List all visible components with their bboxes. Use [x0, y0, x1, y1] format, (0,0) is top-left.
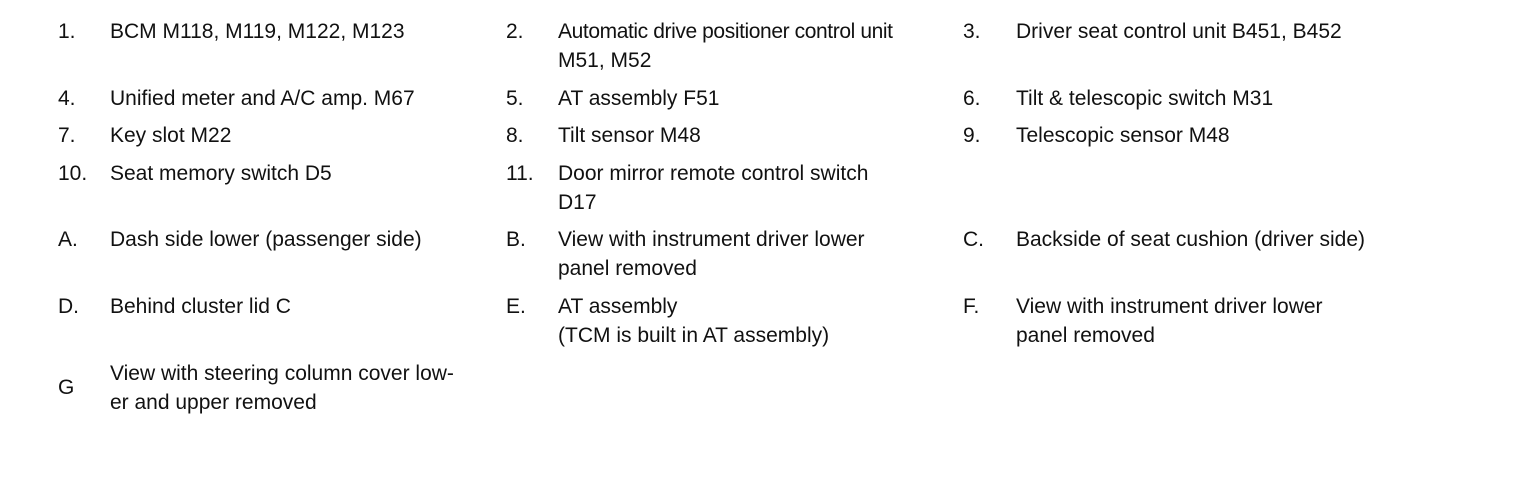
legend-text: Automatic drive positioner control unit — [558, 20, 893, 43]
legend-number: 2. — [506, 20, 524, 43]
legend-number: 8. — [506, 124, 524, 147]
legend-text-line2: panel removed — [1016, 324, 1155, 347]
legend-text-line2: panel removed — [558, 257, 697, 280]
legend-number: 3. — [963, 20, 981, 43]
legend-text: Dash side lower (passenger side) — [110, 228, 422, 251]
legend-text: Behind cluster lid C — [110, 295, 291, 318]
legend-number: 1. — [58, 20, 76, 43]
legend-letter: E. — [506, 295, 526, 318]
legend-number: 4. — [58, 87, 76, 110]
legend-text: Backside of seat cushion (driver side) — [1016, 228, 1365, 251]
legend-letter: C. — [963, 228, 984, 251]
legend-text-line2: D17 — [558, 191, 597, 214]
legend-text: AT assembly — [558, 295, 678, 318]
legend-text: Seat memory switch D5 — [110, 162, 332, 185]
legend-number: 10. — [58, 162, 88, 185]
legend-text: Tilt & telescopic switch M31 — [1016, 87, 1274, 110]
legend-number: 6. — [963, 87, 981, 110]
legend-number: 9. — [963, 124, 981, 147]
legend-number: 7. — [58, 124, 76, 147]
legend-letter: G — [58, 376, 75, 399]
legend-letter: A. — [58, 228, 78, 251]
legend-text: Tilt sensor M48 — [558, 124, 701, 147]
legend-letter: F. — [963, 295, 980, 318]
legend-text: AT assembly F51 — [558, 87, 720, 110]
legend-letter: B. — [506, 228, 526, 251]
legend-text: Door mirror remote control switch — [558, 162, 869, 185]
legend-text: Telescopic sensor M48 — [1016, 124, 1230, 147]
legend-number: 11. — [506, 162, 534, 185]
legend-letter: D. — [58, 295, 79, 318]
legend-text: BCM M118, M119, M122, M123 — [110, 20, 405, 43]
legend-text: View with steering column cover low- — [110, 362, 454, 385]
legend-text-line2: (TCM is built in AT assembly) — [558, 324, 830, 347]
legend-text-line2: M51, M52 — [558, 49, 652, 72]
legend-text: Unified meter and A/C amp. M67 — [110, 87, 415, 110]
legend-text-line2: er and upper removed — [110, 391, 317, 414]
legend-text: View with instrument driver lower — [558, 228, 865, 251]
legend-text: View with instrument driver lower — [1016, 295, 1323, 318]
legend-text: Key slot M22 — [110, 124, 232, 147]
legend-number: 5. — [506, 87, 524, 110]
legend-text: Driver seat control unit B451, B452 — [1016, 20, 1342, 43]
